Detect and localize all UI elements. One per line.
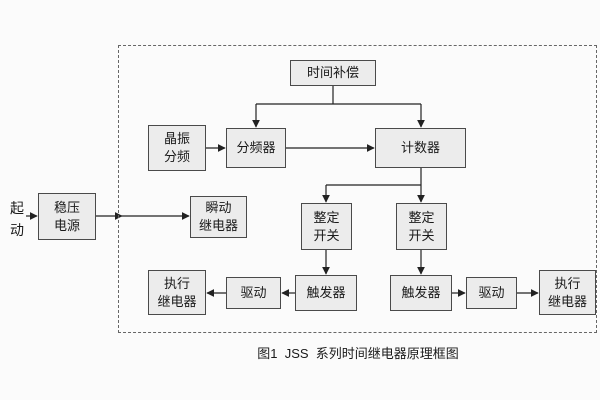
start-label: 起 动 xyxy=(10,200,24,239)
node-power-supply: 稳压 电源 xyxy=(38,193,96,240)
wire-counter-to-setting-switches xyxy=(322,168,425,203)
node-trigger-left: 触发器 xyxy=(295,275,357,311)
node-time-compensation: 时间补偿 xyxy=(290,60,376,86)
wire-timecomp-to-divider-and-counter xyxy=(252,86,425,128)
node-setting-switch-left: 整定 开关 xyxy=(301,203,352,250)
node-exec-relay-left: 执行 继电器 xyxy=(148,270,206,315)
node-instant-relay: 瞬动 继电器 xyxy=(190,196,247,238)
node-setting-switch-right: 整定 开关 xyxy=(396,203,447,250)
node-exec-relay-right: 执行 继电器 xyxy=(539,270,596,315)
caption: 图1 JSS 系列时间继电器原理框图 xyxy=(257,346,459,361)
node-counter: 计数器 xyxy=(375,128,466,168)
node-crystal-oscillator-divider: 晶振 分频 xyxy=(148,125,206,171)
node-trigger-right: 触发器 xyxy=(390,275,452,311)
dashed-boundary-frame xyxy=(118,45,597,333)
node-frequency-divider: 分频器 xyxy=(226,128,286,168)
node-drive-left: 驱动 xyxy=(226,277,281,309)
node-drive-right: 驱动 xyxy=(466,277,517,309)
